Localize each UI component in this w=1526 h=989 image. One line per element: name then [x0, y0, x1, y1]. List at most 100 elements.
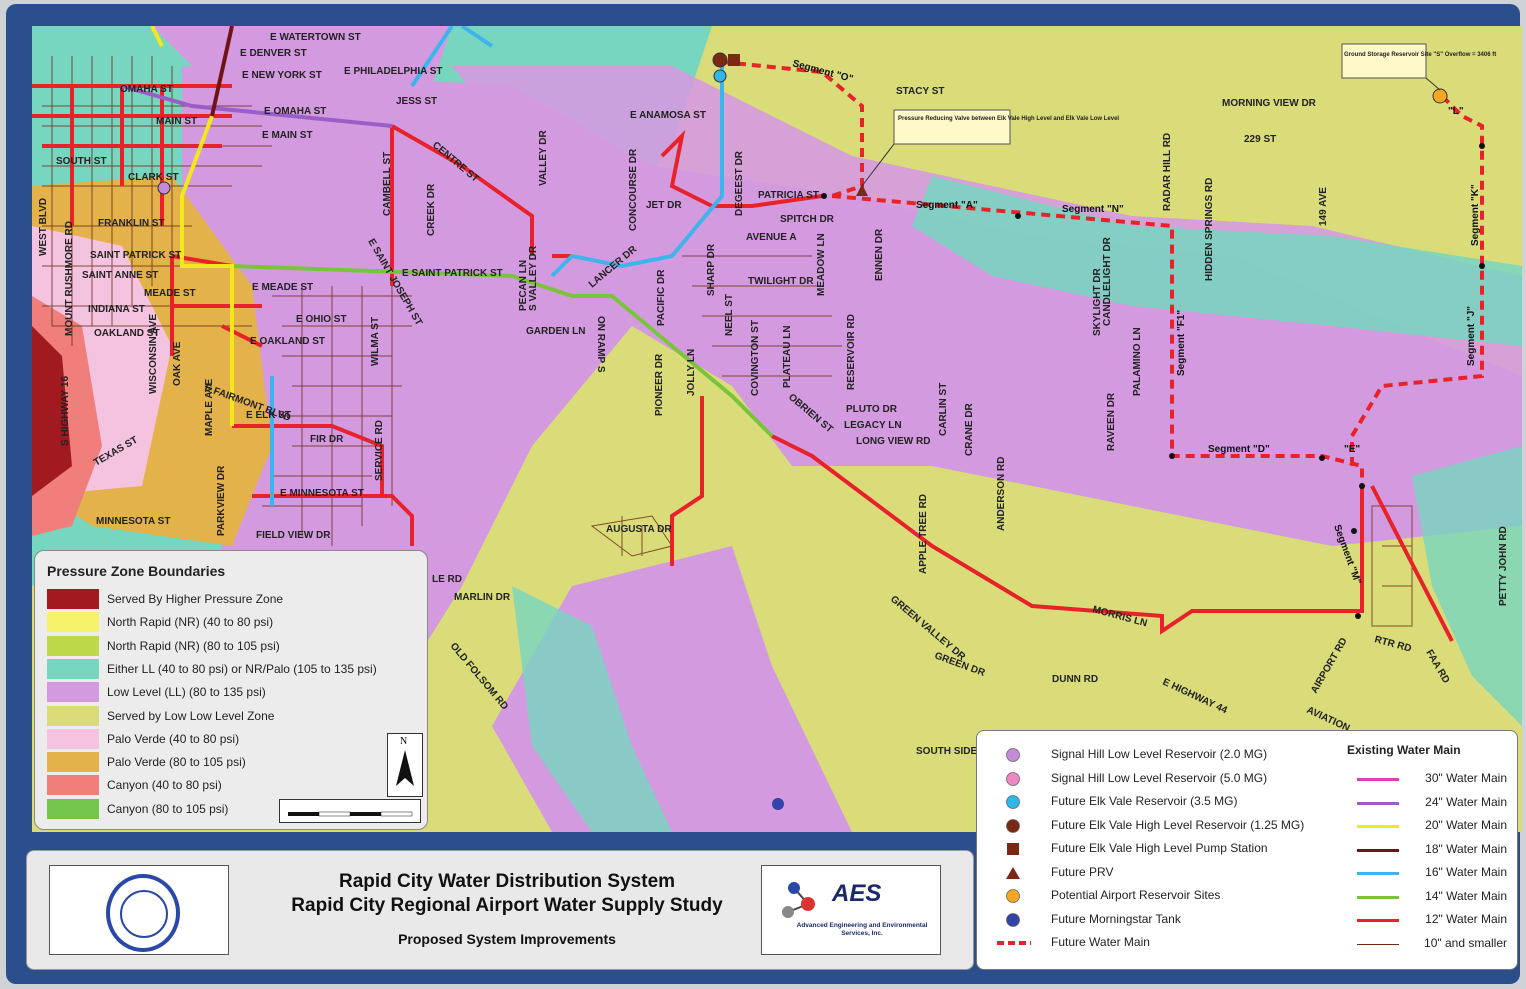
water-main-label: 16" Water Main: [1425, 865, 1507, 879]
water-main-label: 12" Water Main: [1425, 912, 1507, 926]
street-label: CANDLELIGHT DR: [1102, 236, 1113, 326]
street-label: STACY ST: [896, 86, 945, 97]
zone-either-south: [512, 586, 672, 832]
legend-label: Palo Verde (80 to 105 psi): [107, 755, 246, 770]
main-20: [150, 26, 234, 426]
legend-swatch: [47, 612, 99, 633]
main-14: [231, 264, 774, 438]
reservoir-callout-text: Ground Storage Reservoir Site "S" Overfl…: [1344, 52, 1496, 58]
elk-vale-high-reservoir-marker: [712, 52, 728, 68]
morningstar-tank-marker: [772, 798, 784, 810]
street-label: PALAMINO LN: [1132, 327, 1143, 396]
legend-swatch: [47, 775, 99, 796]
legend-swatch: [47, 635, 99, 656]
legend-label: Palo Verde (40 to 80 psi): [107, 731, 240, 746]
street-label: TWILIGHT DR: [748, 276, 814, 287]
street-label: PECAN LN: [518, 260, 529, 311]
water-main-swatch: [1357, 943, 1399, 945]
legend-swatch: [47, 589, 99, 609]
title-block: Rapid City Water Distribution System Rap…: [26, 850, 974, 970]
water-main-label: 10" and smaller: [1424, 935, 1507, 950]
street-label: MORNING VIEW DR: [1222, 98, 1317, 109]
water-main-label: 18" Water Main: [1425, 841, 1507, 856]
street-label: FIELD VIEW DR: [256, 530, 331, 541]
street-label: PLATEAU LN: [782, 325, 793, 388]
elk-vale-pump-station-marker: [728, 54, 740, 66]
zone-either-ridges: [792, 26, 1522, 206]
street-label: WEST BLVD: [38, 198, 49, 256]
street-label: NEEL ST: [724, 294, 735, 336]
legend-swatch: [47, 798, 99, 819]
legend-swatch: [47, 658, 99, 679]
rapid-city-seal: [49, 865, 229, 955]
circle-icon: [997, 747, 1029, 763]
molecule-icon: [782, 882, 815, 918]
segment-k-label: Segment "K": [1470, 184, 1481, 246]
zone-higher: [32, 326, 72, 496]
segment-l-label: "L": [1448, 106, 1464, 117]
existing-mains: [32, 26, 1454, 642]
existing-main-title: Existing Water Main: [1347, 743, 1461, 757]
legend-swatch: [47, 728, 99, 749]
street-label: LONG VIEW RD: [856, 436, 930, 447]
signal-hill-reservoir-2mg-marker: [157, 181, 171, 195]
legend-swatch: [47, 682, 99, 703]
prv-callout: Pressure Reducing Valve between Elk Vale…: [861, 109, 1119, 187]
street-label: SKYLIGHT DR: [1092, 267, 1103, 336]
street-label: 149 AVE: [1318, 187, 1329, 226]
street-label: E ELK ST: [246, 410, 291, 421]
street-label: WISCONSIN AVE: [148, 314, 159, 394]
legend-label: Low Level (LL) (80 to 135 psi): [107, 685, 266, 700]
street-label: LEGACY LN: [844, 420, 902, 431]
street-label: AUGUSTA DR: [606, 524, 672, 535]
map-area[interactable]: Pressure Reducing Valve between Elk Vale…: [32, 26, 1522, 832]
legend-label: Canyon (40 to 80 psi): [107, 778, 222, 793]
reservoir-callout: Ground Storage Reservoir Site "S" Overfl…: [1341, 43, 1496, 91]
street-label: COVINGTON ST: [750, 320, 761, 396]
water-main-swatch: [1357, 801, 1399, 805]
water-main-swatch: [1357, 848, 1399, 852]
water-main-swatch: [1357, 778, 1399, 781]
city-seal-icon: [106, 874, 180, 952]
triangle-icon: [997, 865, 1029, 881]
main-18: [210, 26, 234, 117]
street-label: PIONEER DR: [654, 353, 665, 416]
street-label: E MAIN ST: [262, 130, 313, 141]
street-label: HIDDEN SPRINGS RD: [1204, 178, 1215, 281]
circle-icon: [997, 912, 1029, 928]
street-label: SAINT PATRICK ST: [90, 250, 181, 261]
north-arrow-icon: [396, 750, 414, 786]
street-label: CONCOURSE DR: [628, 148, 639, 231]
facility-key: Signal Hill Low Level Reservoir (2.0 MG)…: [976, 730, 1518, 970]
facility-label: Future Morningstar Tank: [1051, 911, 1181, 926]
street-label: E OAKLAND ST: [250, 336, 325, 347]
scale-bar: [279, 799, 421, 823]
street-label: PATRICIA ST: [758, 190, 819, 201]
street-label: PACIFIC DR: [656, 269, 667, 326]
water-main-label: 20" Water Main: [1425, 818, 1507, 832]
logo-text: AES: [832, 880, 882, 907]
street-label: MEADOW LN: [816, 233, 827, 296]
circle-icon: [997, 794, 1029, 810]
street-label: JOLLY LN: [686, 349, 697, 396]
facility-label: Signal Hill Low Level Reservoir (2.0 MG): [1051, 747, 1268, 761]
facility-label: Potential Airport Reservoir Sites: [1051, 888, 1221, 902]
title-line-1: Rapid City Water Distribution System: [338, 871, 676, 892]
legend-title: Pressure Zone Boundaries: [47, 563, 226, 579]
water-main-swatch: [1357, 825, 1399, 828]
street-label: 229 ST: [1244, 134, 1276, 145]
zone-east-either: [1412, 446, 1522, 726]
street-label: E MEADE ST: [252, 282, 313, 293]
street-label: SOUTH ST: [56, 156, 107, 167]
segment-d-label: Segment "D": [1208, 444, 1270, 455]
street-label: MOUNT RUSHMORE RD: [64, 221, 75, 336]
facility-label: Future Elk Vale High Level Pump Station: [1051, 841, 1268, 855]
facility-label: Future PRV: [1051, 864, 1114, 879]
main-24: [121, 84, 393, 128]
street-label: E DENVER ST: [240, 48, 307, 59]
street-label: E SAINT PATRICK ST: [402, 268, 503, 279]
street-label: CREEK DR: [426, 183, 437, 236]
street-label: WILMA ST: [370, 317, 381, 366]
segment-a-label: Segment "A": [916, 200, 978, 211]
street-label: E WATERTOWN ST: [270, 32, 361, 43]
